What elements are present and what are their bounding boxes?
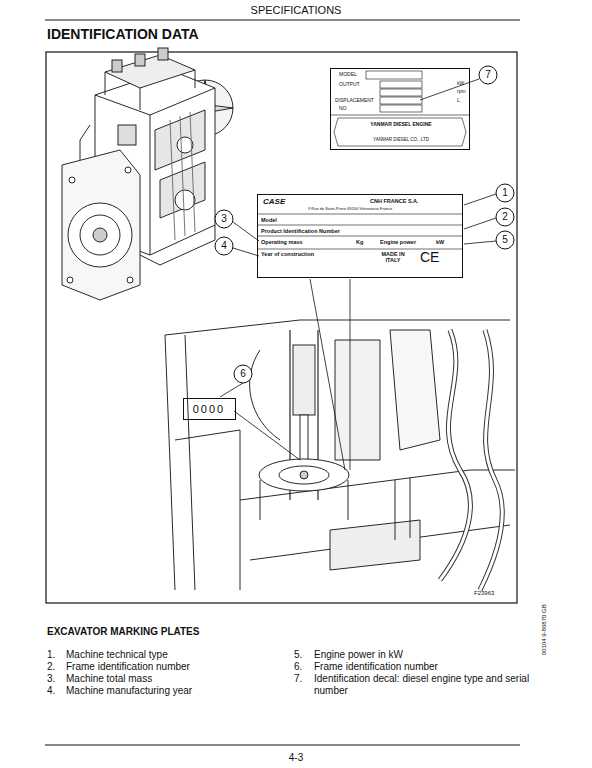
plate-text: YANMAR DIESEL ENGINE bbox=[341, 122, 461, 128]
engine-drawing bbox=[62, 48, 233, 300]
machine-identification-plate: CASE CNH FRANCE S.A. 9 Rue de Saint-Priest… bbox=[257, 194, 463, 278]
plate-text: 9 Rue de Saint-Priest 69200 Vénissieux F… bbox=[308, 207, 392, 212]
section-heading: EXCAVATOR MARKING PLATES bbox=[47, 626, 199, 638]
list-text: Identification decal: diesel engine type… bbox=[314, 673, 536, 697]
callout-number: 3 bbox=[215, 213, 233, 225]
plate-text: Operating mass bbox=[261, 239, 303, 245]
list-number: 2. bbox=[47, 661, 55, 673]
page-title: IDENTIFICATION DATA bbox=[47, 26, 199, 43]
callout-number: 6 bbox=[234, 368, 252, 380]
callout-number: 4 bbox=[215, 240, 233, 252]
callout-circles bbox=[215, 66, 514, 383]
list-number: 5. bbox=[294, 649, 302, 661]
plate-text: Year of construction bbox=[261, 251, 314, 257]
machine-frame-drawing bbox=[165, 320, 515, 590]
footer-rule bbox=[45, 745, 520, 746]
plate-text: L bbox=[457, 98, 460, 104]
list-text: Engine power in kW bbox=[314, 649, 403, 661]
header-rule bbox=[45, 20, 520, 21]
callout-number: 2 bbox=[496, 211, 514, 223]
callout-number: 7 bbox=[479, 69, 497, 81]
plate-text: Product Identification Number bbox=[261, 228, 340, 234]
page-number: 4-3 bbox=[276, 752, 316, 764]
running-header: SPECIFICATIONS bbox=[216, 4, 376, 17]
plate-text: kW bbox=[436, 239, 444, 245]
list-text: Machine technical type bbox=[66, 649, 168, 661]
plate-text: CE bbox=[420, 249, 439, 265]
list-number: 1. bbox=[47, 649, 55, 661]
list-text: Machine total mass bbox=[66, 673, 152, 685]
plate-text: CNH FRANCE S.A. bbox=[370, 198, 419, 204]
list-number: 7. bbox=[294, 673, 302, 685]
plate-text: YANMAR DIESEL CO., LTD bbox=[341, 137, 461, 142]
figure-code: F23963 bbox=[474, 590, 494, 597]
leader-lines bbox=[220, 79, 496, 470]
list-text: Frame identification number bbox=[66, 661, 190, 673]
engine-identification-plate: MODEL OUTPUT kW rpmDISPLACEMENT L NO. YANMAR D… bbox=[330, 68, 470, 150]
callout-number: 1 bbox=[496, 187, 514, 199]
plate-text: Engine power bbox=[380, 239, 416, 245]
plate-text: DISPLACEMENT bbox=[335, 98, 374, 104]
figure-frame bbox=[46, 52, 517, 603]
plate-text: Kg bbox=[356, 239, 363, 245]
list-text: Machine manufacturing year bbox=[66, 685, 192, 697]
plate-text: CASE bbox=[263, 197, 285, 206]
plate-text: OUTPUT bbox=[339, 82, 360, 88]
list-number: 4. bbox=[47, 685, 55, 697]
plate-fields bbox=[257, 71, 470, 249]
plate-text: NO. bbox=[339, 106, 348, 112]
list-text: Frame identification number bbox=[314, 661, 438, 673]
plate-text: MADE IN ITALY bbox=[378, 251, 408, 264]
list-number: 6. bbox=[294, 661, 302, 673]
plate-text: MODEL bbox=[339, 72, 357, 78]
plate-text: kW bbox=[457, 81, 464, 87]
plate-text: rpm bbox=[457, 89, 466, 95]
callout-number: 5 bbox=[496, 234, 514, 246]
hour-meter: 0000 bbox=[183, 398, 236, 420]
document-code: 00104 9-86870 GB bbox=[541, 604, 548, 655]
plate-text: Model bbox=[261, 217, 277, 223]
list-number: 3. bbox=[47, 673, 55, 685]
plate-text: 0000 bbox=[184, 403, 234, 416]
